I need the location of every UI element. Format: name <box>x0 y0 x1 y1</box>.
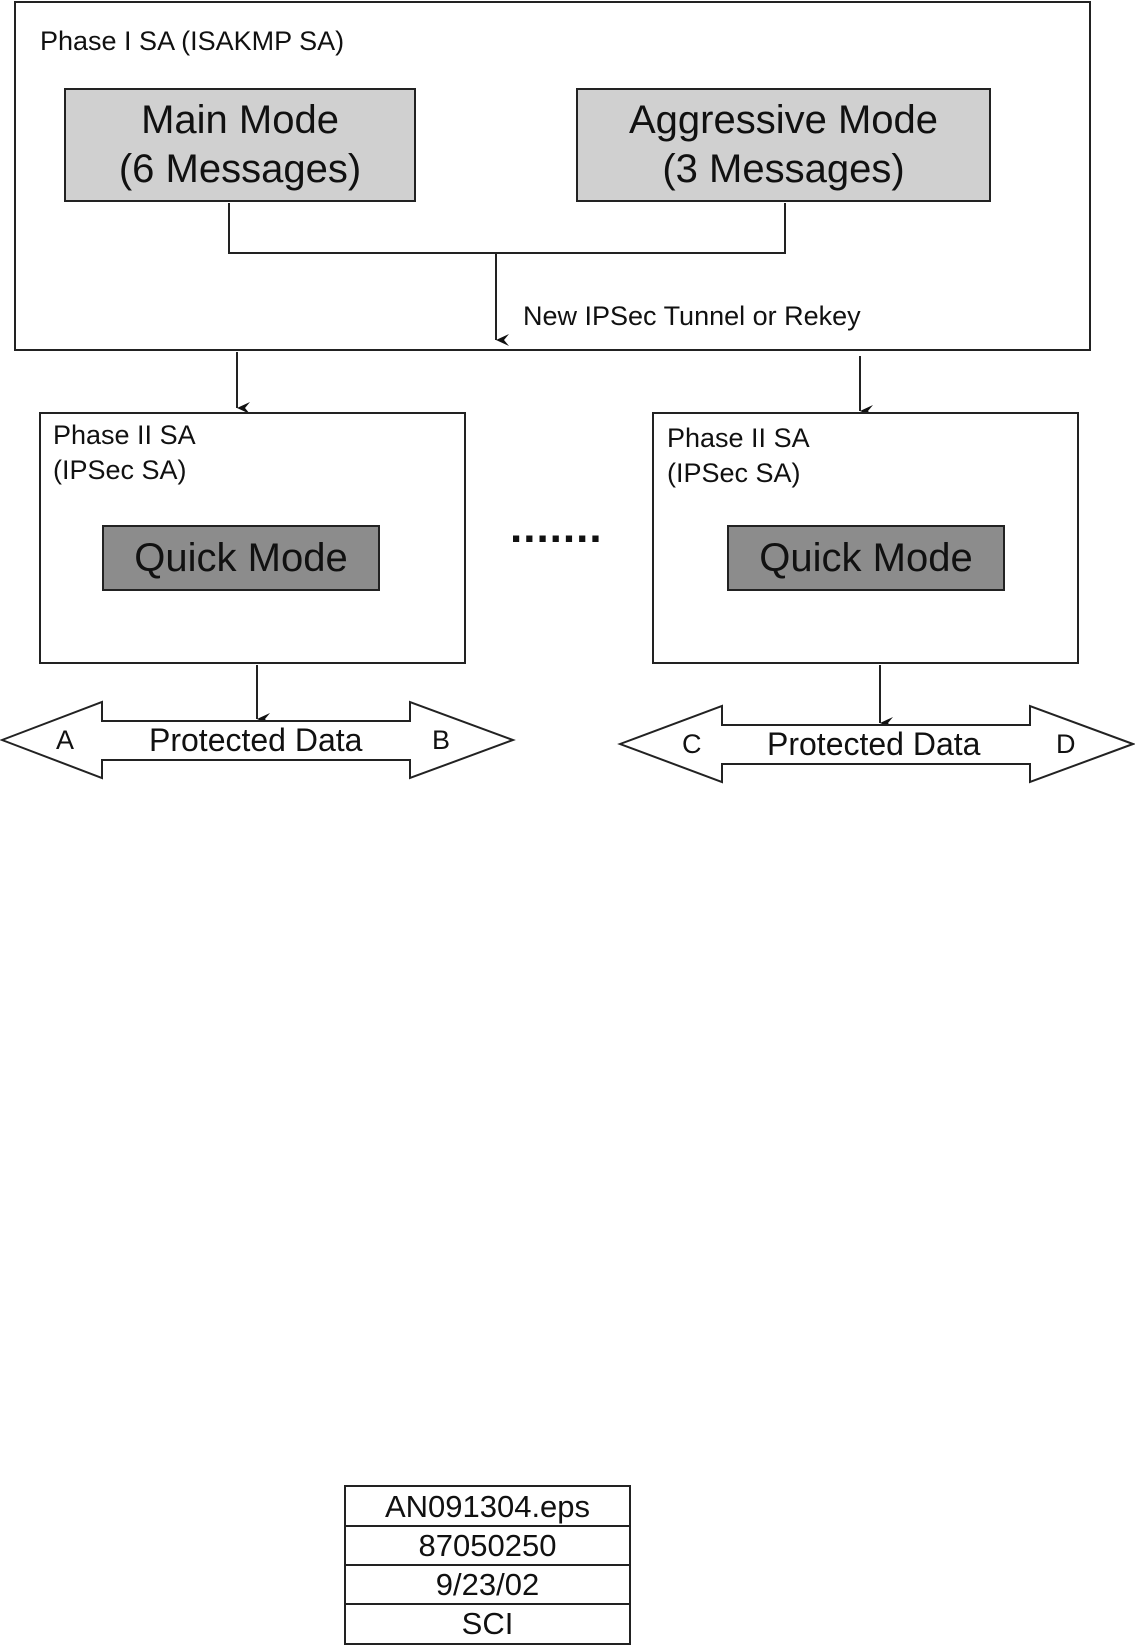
phase1-title: Phase I SA (ISAKMP SA) <box>40 26 345 56</box>
quick-mode-right-label: Quick Mode <box>759 536 973 580</box>
phase2-right-line1: Phase II SA <box>667 423 810 453</box>
aggressive-mode-box <box>576 88 991 202</box>
main-mode-box <box>64 88 416 202</box>
phase2-right-line2: (IPSec SA) <box>667 458 801 488</box>
aggressive-mode-line1: Aggressive Mode <box>628 98 939 143</box>
quick-mode-left-label: Quick Mode <box>134 536 348 580</box>
aggressive-mode-label: Aggressive Mode (3 Messages) <box>577 89 990 201</box>
quick-mode-box-left <box>102 525 380 591</box>
file-info-code: SCI <box>461 1605 514 1641</box>
protected-data-arrow-left <box>0 700 516 780</box>
file-info-filename: AN091304.eps <box>384 1488 591 1524</box>
tunnel-arrow-label: New IPSec Tunnel or Rekey <box>523 301 861 331</box>
main-mode-line1: Main Mode <box>141 98 339 143</box>
protected-data-arrow-right <box>617 704 1135 784</box>
endpoint-a: A <box>56 725 75 755</box>
phase2-left-line1: Phase II SA <box>53 420 196 450</box>
file-info-number: 87050250 <box>418 1527 557 1563</box>
endpoint-b: B <box>432 725 451 755</box>
file-info-date: 9/23/02 <box>435 1566 540 1602</box>
aggressive-mode-line2: (3 Messages) <box>662 147 905 191</box>
protected-data-right-label: Protected Data <box>767 726 981 762</box>
main-mode-label: Main Mode (6 Messages) <box>65 89 415 201</box>
endpoint-c: C <box>682 729 702 759</box>
protected-data-left-label: Protected Data <box>149 722 363 758</box>
phase2-left-line2: (IPSec SA) <box>53 455 187 485</box>
mode-connector <box>228 203 786 254</box>
quick-mode-box-right <box>727 525 1005 591</box>
main-mode-line2: (6 Messages) <box>118 147 362 191</box>
endpoint-d: D <box>1056 729 1076 759</box>
ellipsis: ....... <box>510 503 603 552</box>
